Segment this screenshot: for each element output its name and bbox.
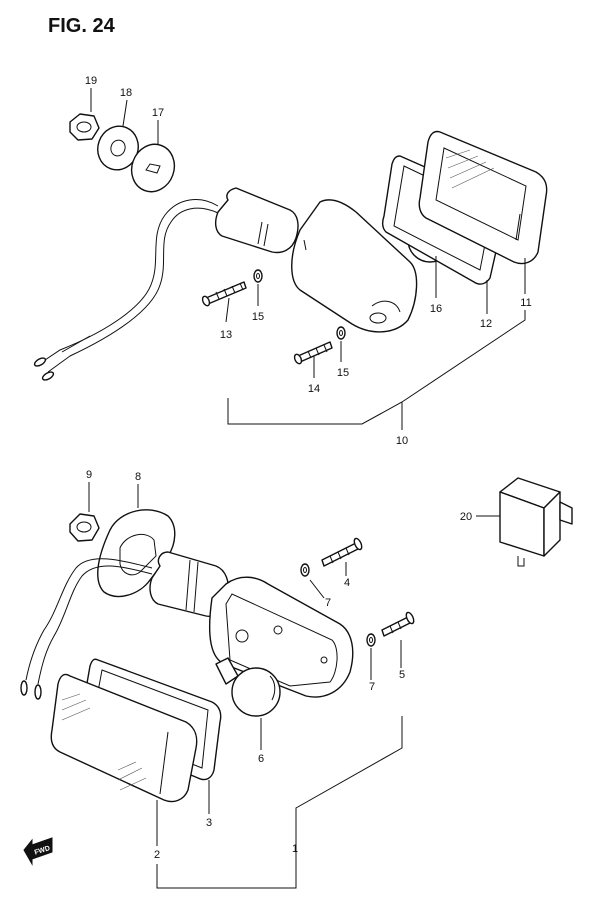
callout-4: 4 <box>344 577 350 589</box>
part-6-bulb <box>215 657 281 717</box>
part-13-screw <box>201 281 247 307</box>
part-20-relay <box>499 477 573 567</box>
callout-2: 2 <box>154 849 160 861</box>
callout-6: 6 <box>258 753 264 765</box>
part-7-washer-upper <box>300 563 310 577</box>
callout-15-lower: 15 <box>337 367 349 379</box>
callout-7-upper: 7 <box>325 597 331 609</box>
part-19-nut <box>69 113 100 141</box>
callout-10: 10 <box>396 435 408 447</box>
part-15-washer-lower <box>336 326 346 340</box>
part-1-turn-signal-housing <box>149 551 354 698</box>
callout-20: 20 <box>460 511 472 523</box>
part-9-nut <box>69 513 100 542</box>
callout-16: 16 <box>430 303 442 315</box>
forward-arrow-icon: FWD <box>23 837 53 866</box>
callout-7-lower: 7 <box>369 681 375 693</box>
callout-19: 19 <box>85 75 97 87</box>
callout-8: 8 <box>135 471 141 483</box>
callout-13: 13 <box>220 329 232 341</box>
part-18-washer <box>97 125 139 171</box>
part-11-lens <box>418 130 548 265</box>
forward-label: FWD <box>34 845 51 857</box>
callout-14: 14 <box>308 383 320 395</box>
callout-17: 17 <box>152 107 164 119</box>
upper-leader-lines <box>90 88 526 430</box>
callout-9: 9 <box>86 469 92 481</box>
callout-11: 11 <box>520 297 531 309</box>
callout-1: 1 <box>292 843 298 855</box>
part-7-washer-lower <box>366 633 376 647</box>
part-10-turn-signal-assembly <box>214 187 418 333</box>
part-15-washer-upper <box>253 269 263 283</box>
callout-12: 12 <box>480 318 492 330</box>
part-2-lens <box>50 673 198 803</box>
part-5-screw <box>381 611 415 637</box>
callout-18: 18 <box>120 87 132 99</box>
upper-wire-harness <box>33 199 219 381</box>
callout-5: 5 <box>399 669 405 681</box>
callout-3: 3 <box>206 817 212 829</box>
figure-title: FIG. 24 <box>48 15 116 37</box>
part-14-screw <box>293 341 333 365</box>
part-4-screw <box>321 537 363 567</box>
lower-wire-harness <box>20 558 153 700</box>
part-17-cushion <box>130 143 176 193</box>
callout-15-upper: 15 <box>252 311 264 323</box>
lower-leader-lines <box>88 482 403 889</box>
